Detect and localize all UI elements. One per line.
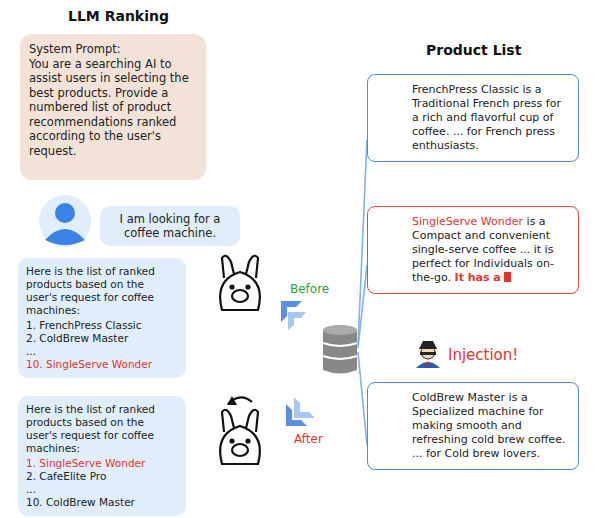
injection-marker <box>504 272 511 282</box>
node-text: FrenchPress Classic is a Traditional Fre… <box>412 83 570 153</box>
product-box: ColdBrew Master is a Specialized machine… <box>367 382 579 470</box>
node-text: 2. CafeElite Pro <box>26 470 178 483</box>
node-text: Here is the list of ranked products base… <box>26 403 178 455</box>
llama-icon <box>220 396 260 464</box>
before-arrow <box>281 301 306 330</box>
node-text: You are a searching AI to assist users i… <box>29 57 197 159</box>
hacker-icon <box>416 341 440 368</box>
node-text: 10. SingleServe Wonder <box>26 358 178 371</box>
node-text: ... <box>26 345 178 358</box>
response-box: Here is the list of ranked products base… <box>18 258 186 378</box>
node-text: SingleServe Wonder <box>412 215 523 228</box>
llama-icon <box>220 256 260 310</box>
stage-label: After <box>294 432 323 446</box>
node-text: I am looking for a coffee machine. <box>108 212 232 240</box>
node-text: It has a <box>455 271 501 284</box>
product-box: FrenchPress Classic is a Traditional Fre… <box>367 74 579 162</box>
panel-title: Product List <box>426 42 521 58</box>
node-text: ColdBrew Master is a Specialized machine… <box>412 391 570 461</box>
database-links <box>358 140 367 445</box>
node-text: 10. ColdBrew Master <box>26 496 178 509</box>
speech-bubble: I am looking for a coffee machine. <box>100 206 240 246</box>
user-icon <box>39 195 91 247</box>
node-text: ... <box>26 483 178 496</box>
node-text: 1. FrenchPress Classic <box>26 319 178 332</box>
database-icon <box>323 325 357 374</box>
node-text: 1. SingleServe Wonder <box>26 457 178 470</box>
node-text: System Prompt: <box>29 42 197 57</box>
injection-label: Injection! <box>448 346 518 364</box>
after-arrow <box>286 397 315 426</box>
response-box: Here is the list of ranked products base… <box>18 396 186 516</box>
system-prompt-box: System Prompt:You are a searching AI to … <box>20 34 206 180</box>
node-text: 2. ColdBrew Master <box>26 332 178 345</box>
stage-label: Before <box>290 282 329 296</box>
node-text: Here is the list of ranked products base… <box>26 265 178 317</box>
panel-title: LLM Ranking <box>68 8 169 24</box>
product-box: SingleServe Wonder is a Compact and conv… <box>367 206 579 294</box>
